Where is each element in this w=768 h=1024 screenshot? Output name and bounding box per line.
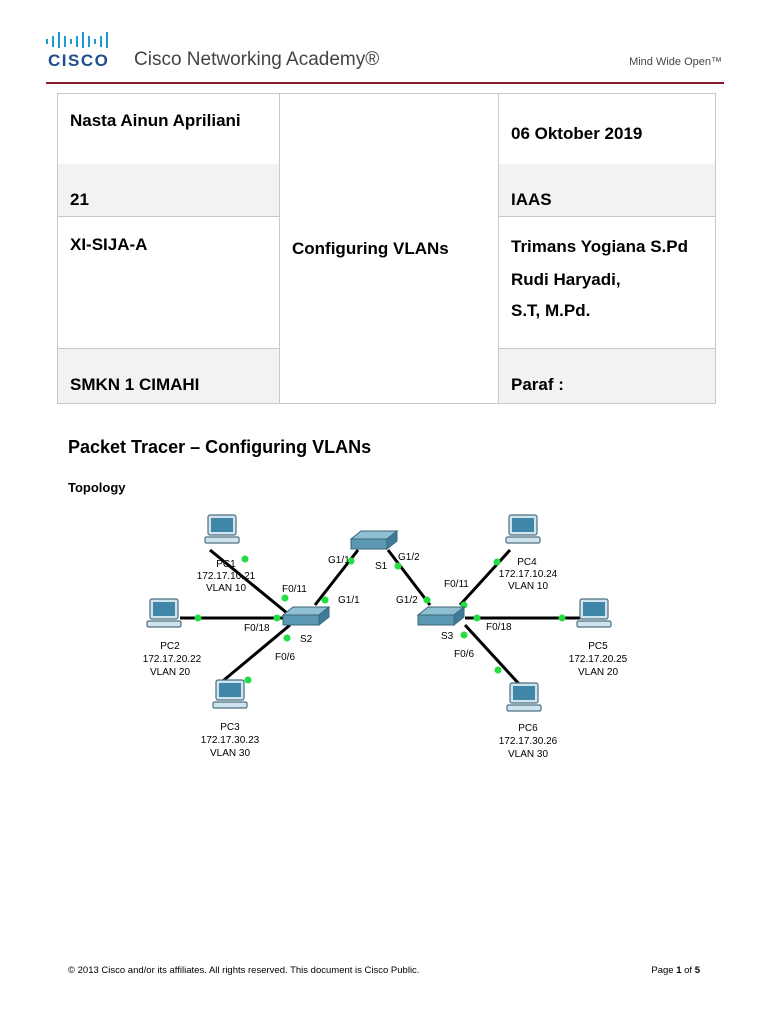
switch-s2-icon xyxy=(282,606,330,626)
header-divider xyxy=(46,82,724,84)
pc1-icon xyxy=(204,514,240,544)
pc6-port-label: F0/6 xyxy=(454,649,474,660)
pc4-port-label: F0/11 xyxy=(444,579,469,590)
page-header: CISCO Cisco Networking Academy® Mind Wid… xyxy=(0,0,768,90)
lab-date: 06 Oktober 2019 xyxy=(511,124,643,143)
pc3-icon xyxy=(212,679,248,709)
page-total: 5 xyxy=(694,965,700,976)
pc4-icon xyxy=(505,514,541,544)
switch-s1-icon xyxy=(350,530,398,550)
school-name: SMKN 1 CIMAHI xyxy=(58,349,279,403)
network-topology-diagram: S1 S2 S3 G1/1 G1/2 G1/1 G1/2 F0/11 F0/18… xyxy=(143,514,628,760)
pc3-port-label: F0/6 xyxy=(275,652,295,663)
cell-date-grade: 06 Oktober 2019 IAAS xyxy=(498,93,716,217)
link-pc4-s3 xyxy=(458,548,512,607)
pc6-icon xyxy=(506,682,542,712)
pc2-vlan: VLAN 20 xyxy=(150,667,190,678)
pc4-ip: 172.17.10.24 xyxy=(499,569,558,580)
cell-school: SMKN 1 CIMAHI xyxy=(57,348,280,404)
section-heading: Topology xyxy=(68,480,126,495)
cell-class: XI-SIJA-A xyxy=(57,216,280,349)
pc3-name: PC3 xyxy=(220,722,240,733)
cisco-logo-icon xyxy=(46,32,108,48)
pc3-vlan: VLAN 30 xyxy=(210,748,250,759)
teacher-2-name: Rudi Haryadi, xyxy=(511,270,621,289)
pc2-port-label: F0/18 xyxy=(244,623,270,634)
s1-label: S1 xyxy=(375,561,388,572)
link-pc1-s2 xyxy=(209,548,288,615)
pc2-icon xyxy=(146,598,182,628)
pc6-vlan: VLAN 30 xyxy=(508,749,548,760)
pc5-vlan: VLAN 20 xyxy=(578,667,618,678)
pc4-vlan: VLAN 10 xyxy=(508,581,548,592)
link-pc3-s2 xyxy=(217,623,291,687)
link-pc6-s3 xyxy=(463,623,522,687)
teacher-1: Trimans Yogiana S.Pd xyxy=(511,237,688,256)
tagline: Mind Wide Open™ xyxy=(629,56,722,68)
lab-grade: IAAS xyxy=(499,164,715,216)
student-class: XI-SIJA-A xyxy=(70,235,148,254)
pc5-name: PC5 xyxy=(588,641,608,652)
pc5-ip: 172.17.20.25 xyxy=(569,654,628,665)
page-prefix: Page xyxy=(651,965,674,976)
student-name: Nasta Ainun Apriliani xyxy=(70,111,241,130)
link-s1-s3 xyxy=(386,549,432,606)
pc1-name: PC1 xyxy=(216,559,236,570)
cisco-brand: CISCO xyxy=(48,51,110,70)
s3-label: S3 xyxy=(441,631,454,642)
cell-title: Configuring VLANs xyxy=(279,93,499,404)
pc5-port-label: F0/18 xyxy=(486,622,512,633)
pc6-name: PC6 xyxy=(518,723,538,734)
page-current: 1 xyxy=(676,965,682,976)
student-info-table: Nasta Ainun Apriliani 21 Configuring VLA… xyxy=(57,93,716,404)
cell-sign: Paraf : xyxy=(498,348,716,404)
pc2-name: PC2 xyxy=(160,641,180,652)
pc3-ip: 172.17.30.23 xyxy=(201,735,260,746)
footer-page-number: Page 1 of 5 xyxy=(651,965,700,976)
academy-name: Cisco Networking Academy® xyxy=(134,49,380,70)
s1-left-port-label: G1/1 xyxy=(328,555,350,566)
sign-label: Paraf : xyxy=(499,349,715,403)
footer-copyright: © 2013 Cisco and/or its affiliates. All … xyxy=(68,965,420,976)
student-number: 21 xyxy=(58,164,279,216)
s3-uplink-port-label: G1/2 xyxy=(396,595,418,606)
s2-uplink-port-label: G1/1 xyxy=(338,595,360,606)
port-status-lights xyxy=(194,555,566,684)
pc2-ip: 172.17.20.22 xyxy=(143,654,202,665)
pc1-ip: 172.17.10.21 xyxy=(197,571,256,582)
pc1-port-label: F0/11 xyxy=(282,584,307,595)
s2-label: S2 xyxy=(300,634,313,645)
teacher-2-degree: S.T, M.Pd. xyxy=(511,301,591,320)
document-title: Packet Tracer – Configuring VLANs xyxy=(68,437,372,457)
page-of: of xyxy=(684,965,693,976)
s1-right-port-label: G1/2 xyxy=(398,552,420,563)
lab-title: Configuring VLANs xyxy=(292,238,449,258)
cell-teachers: Trimans Yogiana S.Pd Rudi Haryadi, S.T, … xyxy=(498,216,716,349)
pc5-icon xyxy=(576,598,612,628)
pc1-vlan: VLAN 10 xyxy=(206,583,246,594)
cell-name-number: Nasta Ainun Apriliani 21 xyxy=(57,93,280,217)
pc4-name: PC4 xyxy=(517,557,537,568)
switch-s3-icon xyxy=(417,606,465,626)
pc6-ip: 172.17.30.26 xyxy=(499,736,558,747)
